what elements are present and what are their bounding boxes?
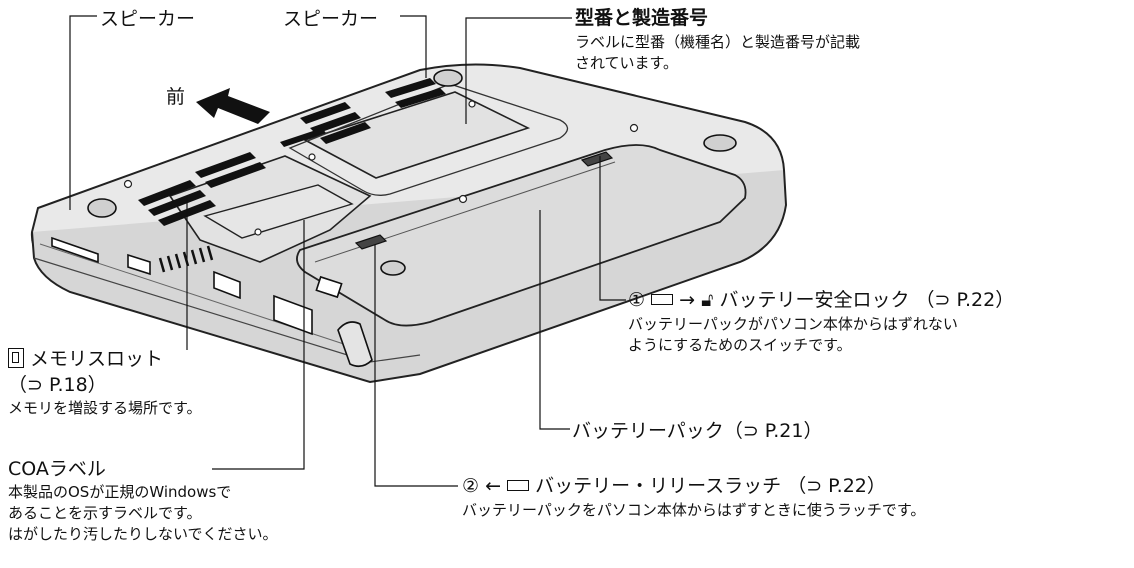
coa-label-desc-line3: はがしたり汚したりしないでください。 (8, 525, 278, 543)
battery-icon (651, 294, 674, 305)
battery-release-ref: （⊃ P.22） (787, 475, 886, 497)
model-serial-plate (302, 91, 531, 179)
side-fan-fins (158, 245, 214, 273)
battery-pack-ref: （⊃ P.21） (723, 420, 823, 442)
battery-release-callout: ② ← バッテリー・リリースラッチ （⊃ P.22） バッテリーパックをパソコン… (462, 472, 925, 521)
leader-lines (69, 15, 626, 487)
front-label: 前 (166, 86, 186, 108)
battery-release-desc: バッテリーパックをパソコン本体からはずすときに使うラッチです。 (462, 501, 926, 519)
battery-pack-title: バッテリーパック (572, 420, 724, 442)
model-serial-callout: 型番と製造番号 ラベルに型番（機種名）と製造番号が記載 されています。 (575, 4, 860, 74)
model-serial-desc-line1: ラベルに型番（機種名）と製造番号が記載 (575, 33, 861, 51)
battery-lock-num: ① (628, 289, 646, 311)
battery-release-arrow: ← (485, 475, 502, 497)
arrow-right-icon: → (679, 289, 696, 311)
battery-latches (354, 151, 614, 250)
memory-slot-desc: メモリを増設する場所です。 (8, 399, 202, 417)
battery-release-title: バッテリー・リリースラッチ (535, 475, 782, 497)
coa-label-plate (203, 184, 354, 239)
memory-slot-title: メモリスロット (30, 348, 164, 370)
battery-pack-region (296, 144, 747, 327)
battery-lock-callout: ① → 🔓︎ バッテリー安全ロック （⊃ P.22） バッテリーパックがパソコン… (628, 286, 1014, 356)
coa-label-desc-line1: 本製品のOSが正規のWindowsで (8, 483, 232, 501)
speaker-right-label: スピーカー (283, 8, 379, 30)
hinge (337, 321, 373, 368)
vent-grills (138, 78, 446, 226)
laptop-lid-edge (39, 243, 369, 353)
battery-pack-label: バッテリーパック（⊃ P.21） (572, 416, 823, 443)
battery-lock-ref: （⊃ P.22） (915, 289, 1015, 311)
coa-label-desc-line2: あることを示すラベルです。 (8, 504, 202, 522)
memory-slot-icon (8, 348, 24, 368)
speaker-left-label: スピーカー (100, 8, 196, 30)
rubber-feet (87, 69, 737, 276)
battery-lock-desc-line2: ようにするためのスイッチです。 (628, 336, 852, 354)
unlock-icon: 🔓︎ (701, 289, 714, 311)
side-ports (51, 236, 343, 336)
screws (123, 100, 639, 236)
coa-label-callout: COAラベル 本製品のOSが正規のWindowsで あることを示すラベルです。 … (8, 456, 278, 545)
coa-label-title: COAラベル (8, 458, 106, 480)
memory-slot-ref: （⊃ P.18） (8, 374, 107, 396)
front-arrow-icon (196, 88, 270, 124)
memory-slot-callout: メモリスロット （⊃ P.18） メモリを増設する場所です。 (8, 346, 202, 419)
battery-release-num: ② (462, 475, 480, 497)
battery-lock-title: バッテリー安全ロック (719, 289, 910, 311)
model-serial-title: 型番と製造番号 (575, 7, 709, 29)
model-serial-desc-line2: されています。 (575, 54, 679, 72)
battery-icon (507, 480, 530, 491)
battery-lock-desc-line1: バッテリーパックがパソコン本体からはずれない (628, 315, 958, 333)
